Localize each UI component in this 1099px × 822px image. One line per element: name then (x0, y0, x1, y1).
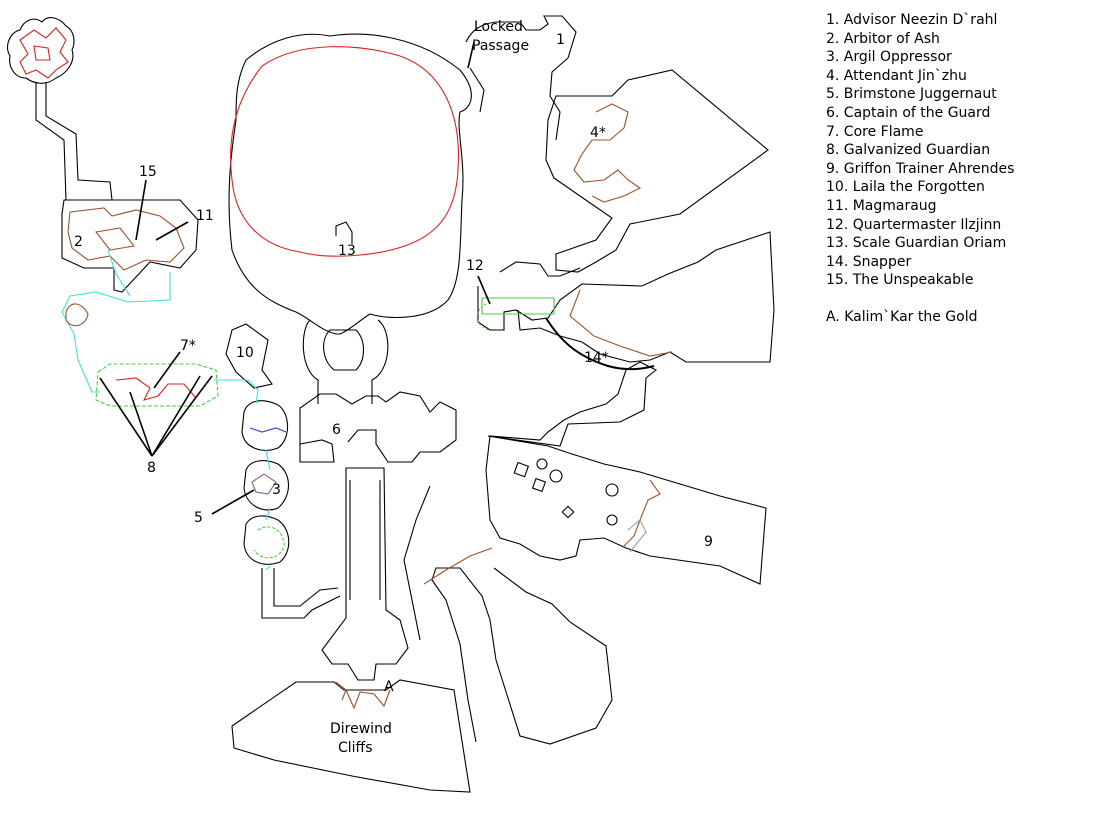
leader-8-d (151, 375, 213, 457)
brown-trace-west-bump (65, 303, 89, 327)
leader-12 (477, 275, 491, 305)
central-column-upper (302, 319, 389, 404)
legend-entry: 7. Core Flame (826, 123, 924, 140)
label-7: 7* (180, 338, 196, 354)
legend-entry: 11. Magmaraug (826, 197, 937, 214)
brown-trace-room-12 (569, 289, 673, 357)
red-trace-cavern (230, 46, 460, 257)
room-12 (477, 231, 775, 363)
cavern-13-notch (335, 221, 353, 244)
grey-trace-room-9 (627, 519, 647, 553)
label-locked-passage-1: Locked (474, 19, 523, 35)
leader-lines (99, 41, 655, 515)
green-trace-room-12 (481, 297, 555, 315)
label-6: 6 (332, 422, 341, 438)
cyan-trace-center (214, 379, 271, 571)
green-trace-bowl-lower (253, 526, 285, 559)
route-traces (19, 27, 673, 710)
legend-entry: 4. Attendant Jin`zhu (826, 67, 967, 84)
leader-8-c (151, 375, 201, 457)
room-4-wedge (545, 69, 769, 273)
brown-trace-south (423, 547, 493, 585)
leader-7 (153, 351, 181, 389)
top-left-round-room (7, 17, 75, 84)
brown-trace-room-2 (67, 207, 185, 271)
legend-extra-entry: A. Kalim`Kar the Gold (826, 308, 978, 325)
legend-entry: 15. The Unspeakable (826, 272, 974, 289)
brown-trace-direwind (335, 681, 391, 710)
direwind-cliffs-area (231, 679, 471, 793)
legend-entry: 2. Arbitor of Ash (826, 30, 940, 47)
leader-5 (211, 489, 255, 515)
room-2-15-11 (61, 199, 199, 293)
green-trace-west-hall (95, 363, 219, 407)
legend-entry: 10. Laila the Forgotten (826, 179, 985, 196)
red-trace-west-hall (115, 377, 197, 401)
label-5: 5 (194, 510, 203, 526)
label-11: 11 (196, 208, 214, 224)
label-direwind-2: Cliffs (338, 740, 373, 756)
leader-8-b (129, 391, 153, 457)
legend-entry: 6. Captain of the Guard (826, 104, 991, 121)
leader-14 (545, 317, 655, 371)
legend-entry: 9. Griffon Trainer Ahrendes (826, 160, 1015, 177)
legend-entry: 13. Scale Guardian Oriam (826, 235, 1007, 252)
blue-trace-bowl-upper (249, 427, 287, 433)
hall-6 (299, 391, 457, 463)
label-locked-passage-2: Passage (472, 38, 529, 54)
legend-entry: 8. Galvanized Guardian (826, 142, 991, 159)
purple-trace-bowl-middle (251, 473, 277, 495)
leader-8-a (99, 377, 153, 457)
top-left-corridor (35, 82, 113, 201)
label-3: 3 (272, 482, 281, 498)
bowl-room-upper (241, 400, 289, 451)
legend-spacer (826, 290, 1091, 308)
legend-entry: 1. Advisor Neezin D`rahl (826, 12, 998, 28)
label-15: 15 (139, 164, 157, 180)
label-4: 4* (590, 125, 606, 141)
red-trace-round-room (19, 27, 69, 79)
map-walls (7, 15, 775, 793)
leader-11 (155, 221, 189, 241)
label-a: A (384, 679, 394, 695)
leader-locked-passage (467, 41, 475, 69)
label-2: 2 (74, 234, 83, 250)
label-10: 10 (236, 345, 254, 361)
lower-left-corridor (261, 568, 341, 619)
label-direwind-1: Direwind (330, 721, 392, 737)
legend-entry: 5. Brimstone Juggernaut (826, 86, 997, 103)
label-14: 14* (584, 350, 609, 366)
room-10 (225, 323, 273, 389)
label-8: 8 (147, 460, 156, 476)
leader-15 (135, 179, 147, 241)
map-labels: Locked Passage 1 4* 15 11 2 13 12 7* 10 … (74, 19, 713, 756)
label-12: 12 (466, 258, 484, 274)
legend-entry: 3. Argil Oppressor (826, 49, 952, 66)
legend-entry: 12. Quartermaster Ilzjinn (826, 216, 1002, 233)
lower-right-flats (403, 485, 613, 745)
cyan-trace-west (61, 249, 171, 393)
room-9-area (485, 361, 767, 585)
brown-trace-room-9 (623, 479, 661, 547)
label-1: 1 (556, 32, 565, 48)
label-13: 13 (338, 243, 356, 259)
green-trace-room-12-arc (476, 303, 489, 331)
bowl-room-middle (243, 460, 290, 511)
locked-passage-tunnel (465, 15, 577, 141)
brown-trace-room-4 (573, 103, 642, 203)
cavern-13 (228, 33, 472, 335)
map-legend: 1. Advisor Neezin D`rahl 2. Arbitor of A… (826, 11, 1091, 327)
legend-entry: 14. Snapper (826, 253, 912, 270)
main-corridor (321, 467, 409, 681)
label-9: 9 (704, 534, 713, 550)
bowl-room-lower (243, 515, 290, 565)
